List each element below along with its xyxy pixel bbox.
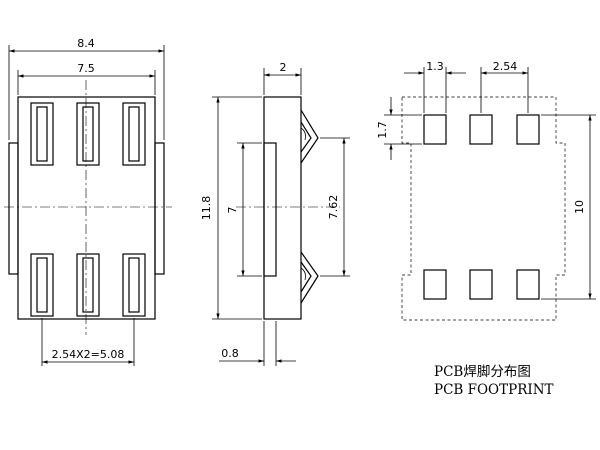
lower-lead-inner	[300, 261, 312, 293]
pad	[423, 114, 447, 145]
dim-standoff: 0.8	[221, 347, 239, 360]
side-die-outline	[263, 142, 277, 277]
lead-outer	[122, 102, 146, 166]
dim-pad-height: 1.7	[376, 121, 389, 139]
upper-lead-outer	[300, 109, 319, 164]
lead-outer	[30, 102, 54, 166]
pad	[516, 269, 540, 300]
front-view: 8.4 7.5 2.54X2=5.08	[4, 37, 172, 366]
bottom-leads	[30, 253, 146, 317]
dim-lead-pitch: 2.54X2=5.08	[52, 348, 125, 361]
dim-thickness: 2	[280, 61, 287, 74]
pcb-footprint: 1.3 2.54 1.7 10	[376, 60, 596, 321]
dim-row-span: 10	[573, 200, 586, 214]
dim-lead-span: 7.62	[327, 195, 340, 220]
left-tab	[8, 142, 19, 275]
lead-inner	[82, 106, 94, 162]
lead-outer	[122, 253, 146, 317]
side-view: 2 11.8 7 7.62 0.8	[200, 61, 350, 366]
dim-pad-pitch: 2.54	[493, 60, 518, 73]
lead-inner	[82, 257, 94, 313]
lower-lead-outer	[300, 251, 319, 304]
dim-pad-width: 1.3	[426, 60, 444, 73]
lead-inner	[36, 106, 48, 162]
dim-overall-height: 11.8	[200, 196, 213, 221]
lead-outer	[76, 102, 100, 166]
lower-lead-bend	[300, 267, 306, 281]
caption-english: PCB FOOTPRINT	[434, 382, 554, 398]
pad	[423, 269, 447, 300]
dim-body-width: 7.5	[77, 62, 95, 75]
lead-inner	[128, 257, 140, 313]
lead-outer	[30, 253, 54, 317]
lead-inner	[128, 106, 140, 162]
upper-lead-inner	[300, 121, 312, 153]
top-leads	[30, 102, 146, 166]
pad	[469, 114, 493, 145]
pad	[469, 269, 493, 300]
footprint-outline	[401, 96, 566, 321]
pad	[516, 114, 540, 145]
upper-lead-bend	[300, 127, 306, 141]
dim-overall-width: 8.4	[77, 37, 95, 50]
lead-inner	[36, 257, 48, 313]
right-tab	[154, 142, 165, 275]
component-body-outline	[17, 96, 156, 320]
lead-outer	[76, 253, 100, 317]
side-body-outline	[263, 96, 302, 320]
dim-body-height: 7	[226, 207, 239, 214]
caption-chinese: PCB焊脚分布图	[434, 364, 531, 380]
